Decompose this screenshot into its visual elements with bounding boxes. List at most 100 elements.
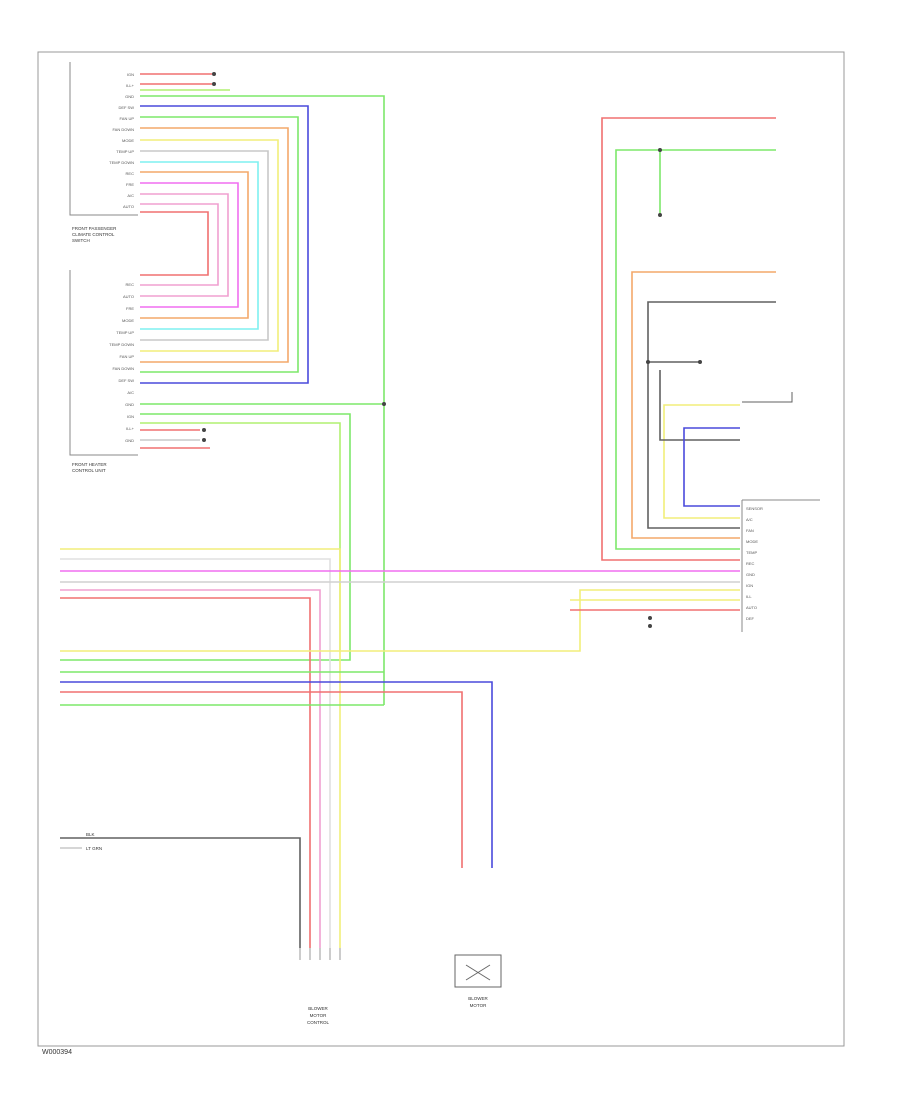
bottom-left-wires xyxy=(60,837,301,948)
connector-dot-2 xyxy=(212,82,216,86)
control-unit-caption-2: CONTROL UNIT xyxy=(72,468,106,473)
front-switch-pin-label-8: TEMP DOWN xyxy=(109,160,134,165)
bus-white xyxy=(60,558,331,948)
blower-motor-controller: BLOWER MOTOR CONTROL xyxy=(299,948,341,1025)
right-pin-label-9: AUTO xyxy=(746,605,757,610)
wire-loop-pink-2 xyxy=(140,203,219,286)
control-unit-pin-label-9: A/C xyxy=(127,390,134,395)
front-switch-caption-2: CLIMATE CONTROL xyxy=(72,232,115,237)
front-switch-pin-label-3: DEF SW xyxy=(118,105,134,110)
control-unit-pin-label-6: FAN UP xyxy=(120,354,135,359)
front-switch-caption-3: SWITCH xyxy=(72,238,90,243)
front-switch-power-stubs xyxy=(140,73,230,91)
front-passenger-climate-switch: IGN ILL+ GND DEF SW FAN UP FAN DOWN MODE TEMP U… xyxy=(69,62,138,243)
control-unit-pin-label-11: IGN xyxy=(127,414,134,419)
front-switch-pin-label-9: REC xyxy=(126,171,135,176)
middle-bus xyxy=(60,548,740,948)
wire-loop-gray xyxy=(140,150,269,341)
right-pin-label-6: GND xyxy=(746,572,755,577)
right-splice-dot-4 xyxy=(658,213,662,217)
page-code: W000394 xyxy=(42,1049,72,1056)
connector-dot-1 xyxy=(212,72,216,76)
connector-dot-3 xyxy=(202,428,206,432)
right-dot-5 xyxy=(648,616,652,620)
right-splice-dot-3 xyxy=(646,360,650,364)
blower-motor: BLOWER MOTOR xyxy=(454,954,502,1008)
front-switch-pin-label-6: MODE xyxy=(122,138,134,143)
wire-loop-cyan xyxy=(140,161,259,330)
control-unit-pin-label-4: TEMP UP xyxy=(116,330,134,335)
right-splice-dot-2 xyxy=(698,360,702,364)
right-orange-loop xyxy=(631,271,776,539)
right-blue-loop xyxy=(683,427,740,507)
bus-red-low xyxy=(60,691,463,868)
control-unit-pin-label-0: REC xyxy=(126,282,135,287)
harness-loops xyxy=(60,95,385,705)
right-red-loop xyxy=(601,117,776,561)
bottom-left-label-1: BLK xyxy=(86,832,95,837)
wire-loop-blue xyxy=(140,105,309,384)
right-dot-6 xyxy=(648,624,652,628)
right-blue-box xyxy=(742,392,793,403)
wire-loop-yellow xyxy=(140,139,279,352)
control-unit-pin-label-2: FRE xyxy=(126,306,134,311)
bus-pink xyxy=(60,589,321,948)
front-switch-pin-label-12: AUTO xyxy=(123,204,134,209)
front-switch-pin-label-5: FAN DOWN xyxy=(112,127,134,132)
control-unit-pin-label-8: DEF SW xyxy=(118,378,134,383)
right-pin-label-4: TEMP xyxy=(746,550,757,555)
right-gray-3 xyxy=(659,370,740,441)
control-unit-pin-label-5: TEMP DOWN xyxy=(109,342,134,347)
bus-yellow xyxy=(60,548,341,948)
control-unit-pin-label-3: MODE xyxy=(122,318,134,323)
right-pin-label-7: IGN xyxy=(746,583,753,588)
right-pin-label-8: ILL xyxy=(746,594,752,599)
front-switch-pin-label-7: TEMP UP xyxy=(116,149,134,154)
wire-cu-green-2 xyxy=(60,413,351,661)
front-switch-pin-label-2: GND xyxy=(125,94,134,99)
page-frame xyxy=(37,51,845,1047)
bus-red xyxy=(60,597,311,948)
wire-loop-red xyxy=(140,211,209,276)
front-heater-control-unit: REC AUTO FRE MODE TEMP UP TEMP DOWN FAN UP FAN … xyxy=(69,270,138,473)
right-green-loop xyxy=(615,149,776,550)
blower-motor-caption-2: MOTOR xyxy=(470,1003,487,1008)
right-pin-label-10: DEF xyxy=(746,616,755,621)
front-switch-pin-label-0: IGN xyxy=(127,72,134,77)
blower-controller-caption-2: MOTOR xyxy=(310,1013,327,1018)
control-unit-pin-label-12: ILL+ xyxy=(126,426,135,431)
wire-loop-magenta xyxy=(140,182,239,308)
front-switch-caption-1: FRONT PASSENGER xyxy=(72,226,117,231)
front-switch-pin-label-10: FRE xyxy=(126,182,134,187)
control-unit-pin-label-10: GND xyxy=(125,402,134,407)
front-switch-pin-label-1: ILL+ xyxy=(126,83,135,88)
blower-controller-caption-1: BLOWER xyxy=(308,1006,328,1011)
blower-motor-caption-1: BLOWER xyxy=(468,996,488,1001)
right-pin-label-3: MODE xyxy=(746,539,758,544)
right-pin-label-1: A/C xyxy=(746,517,753,522)
right-pin-label-0: SENSOR xyxy=(746,506,763,511)
right-pin-stack: SENSOR A/C FAN MODE TEMP REC GND IGN ILL AUTO DEF xyxy=(741,499,820,632)
wire-loop-orange xyxy=(140,127,289,363)
splice-dot-1 xyxy=(382,402,386,406)
front-switch-pin-label-11: A/C xyxy=(127,193,134,198)
bus-blue xyxy=(60,681,493,868)
wire-loop-pink xyxy=(140,193,229,297)
connector-dot-4 xyxy=(202,438,206,442)
right-pin-label-2: FAN xyxy=(746,528,754,533)
front-switch-pin-label-4: FAN UP xyxy=(120,116,135,121)
right-gray-loop xyxy=(647,301,776,529)
wire-loop-green xyxy=(140,116,299,373)
wire-loop-orange-2 xyxy=(140,171,249,319)
right-yellow xyxy=(663,404,740,519)
control-unit-pin-label-1: AUTO xyxy=(123,294,134,299)
control-unit-pin-label-13: GND xyxy=(125,438,134,443)
wire-loop-green-outer xyxy=(140,95,385,705)
bus-yellow-2 xyxy=(60,589,740,652)
right-splice-dot-1 xyxy=(658,148,662,152)
control-unit-pin-label-7: FAN DOWN xyxy=(112,366,134,371)
right-pin-label-5: REC xyxy=(746,561,755,566)
control-unit-caption-1: FRONT HEATER xyxy=(72,462,107,467)
bottom-left-label-2: LT GRN xyxy=(86,846,102,851)
